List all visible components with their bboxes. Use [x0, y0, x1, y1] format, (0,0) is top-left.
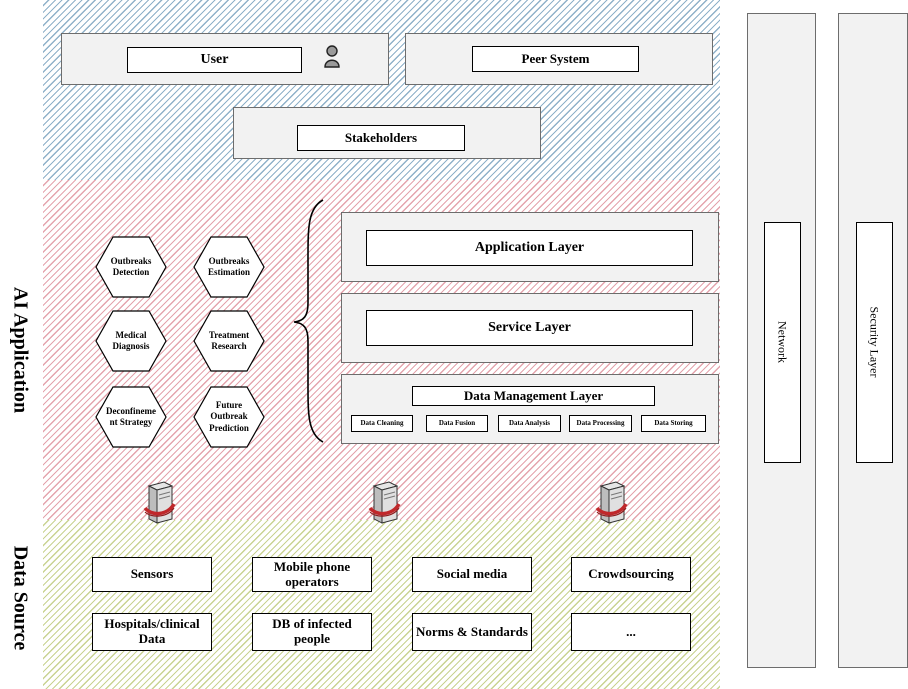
- server-icon: [367, 481, 401, 530]
- source-crowdsourcing[interactable]: Crowdsourcing: [571, 557, 691, 592]
- hexagon-outbreaks-detection: Outbreaks Detection: [95, 236, 167, 298]
- data-analysis-box[interactable]: Data Analysis: [498, 415, 561, 432]
- network-label: Network: [775, 321, 790, 363]
- hexagon-label: Outbreaks Detection: [110, 255, 152, 277]
- data-management-layer-box[interactable]: Data Management Layer: [412, 386, 655, 406]
- data-storing-box[interactable]: Data Storing: [641, 415, 706, 432]
- grouping-brace: [290, 198, 330, 444]
- data-source-label: Data Source: [9, 545, 32, 651]
- security-layer-box[interactable]: [856, 222, 893, 463]
- data-processing-box[interactable]: Data Processing: [569, 415, 632, 432]
- source-hospitals-clinical-data[interactable]: Hospitals/clinical Data: [92, 613, 212, 651]
- application-layer-box[interactable]: Application Layer: [366, 230, 693, 266]
- hexagon-label: Future Outbreak Prediction: [209, 400, 249, 433]
- source-sensors[interactable]: Sensors: [92, 557, 212, 592]
- network-box[interactable]: [764, 222, 801, 463]
- source-mobile-phone-operators[interactable]: Mobile phone operators: [252, 557, 372, 592]
- user-box[interactable]: User: [127, 47, 302, 73]
- hexagon-medical-diagnosis: Medical Diagnosis: [95, 310, 167, 372]
- service-layer-box[interactable]: Service Layer: [366, 310, 693, 346]
- source-more[interactable]: ...: [571, 613, 691, 651]
- stakeholders-box[interactable]: Stakeholders: [297, 125, 465, 151]
- peer-system-box[interactable]: Peer System: [472, 46, 639, 72]
- data-cleaning-box[interactable]: Data Cleaning: [351, 415, 413, 432]
- source-norms-standards[interactable]: Norms & Standards: [412, 613, 532, 651]
- source-db-infected-people[interactable]: DB of infected people: [252, 613, 372, 651]
- hexagon-label: Medical Diagnosis: [112, 329, 150, 351]
- hexagon-treatment-research: Treatment Research: [193, 310, 265, 372]
- data-fusion-box[interactable]: Data Fusion: [426, 415, 488, 432]
- hexagon-label: Outbreaks Estimation: [207, 255, 250, 277]
- user-panel: [61, 33, 389, 85]
- source-social-media[interactable]: Social media: [412, 557, 532, 592]
- person-icon: [323, 44, 341, 68]
- hexagon-label: Deconfineme nt Strategy: [106, 405, 156, 427]
- hexagon-label: Treatment Research: [208, 329, 250, 351]
- hexagon-outbreaks-estimation: Outbreaks Estimation: [193, 236, 265, 298]
- server-icon: [594, 481, 628, 530]
- security-layer-label: Security Layer: [867, 306, 882, 378]
- data-source-band: [43, 520, 720, 689]
- data-management-layer-panel: [341, 374, 719, 444]
- hexagon-deconfinement-strategy: Deconfineme nt Strategy: [95, 386, 167, 448]
- ai-application-label: AI Application: [9, 286, 32, 414]
- hexagon-future-outbreak-prediction: Future Outbreak Prediction: [193, 386, 265, 448]
- server-icon: [142, 481, 176, 530]
